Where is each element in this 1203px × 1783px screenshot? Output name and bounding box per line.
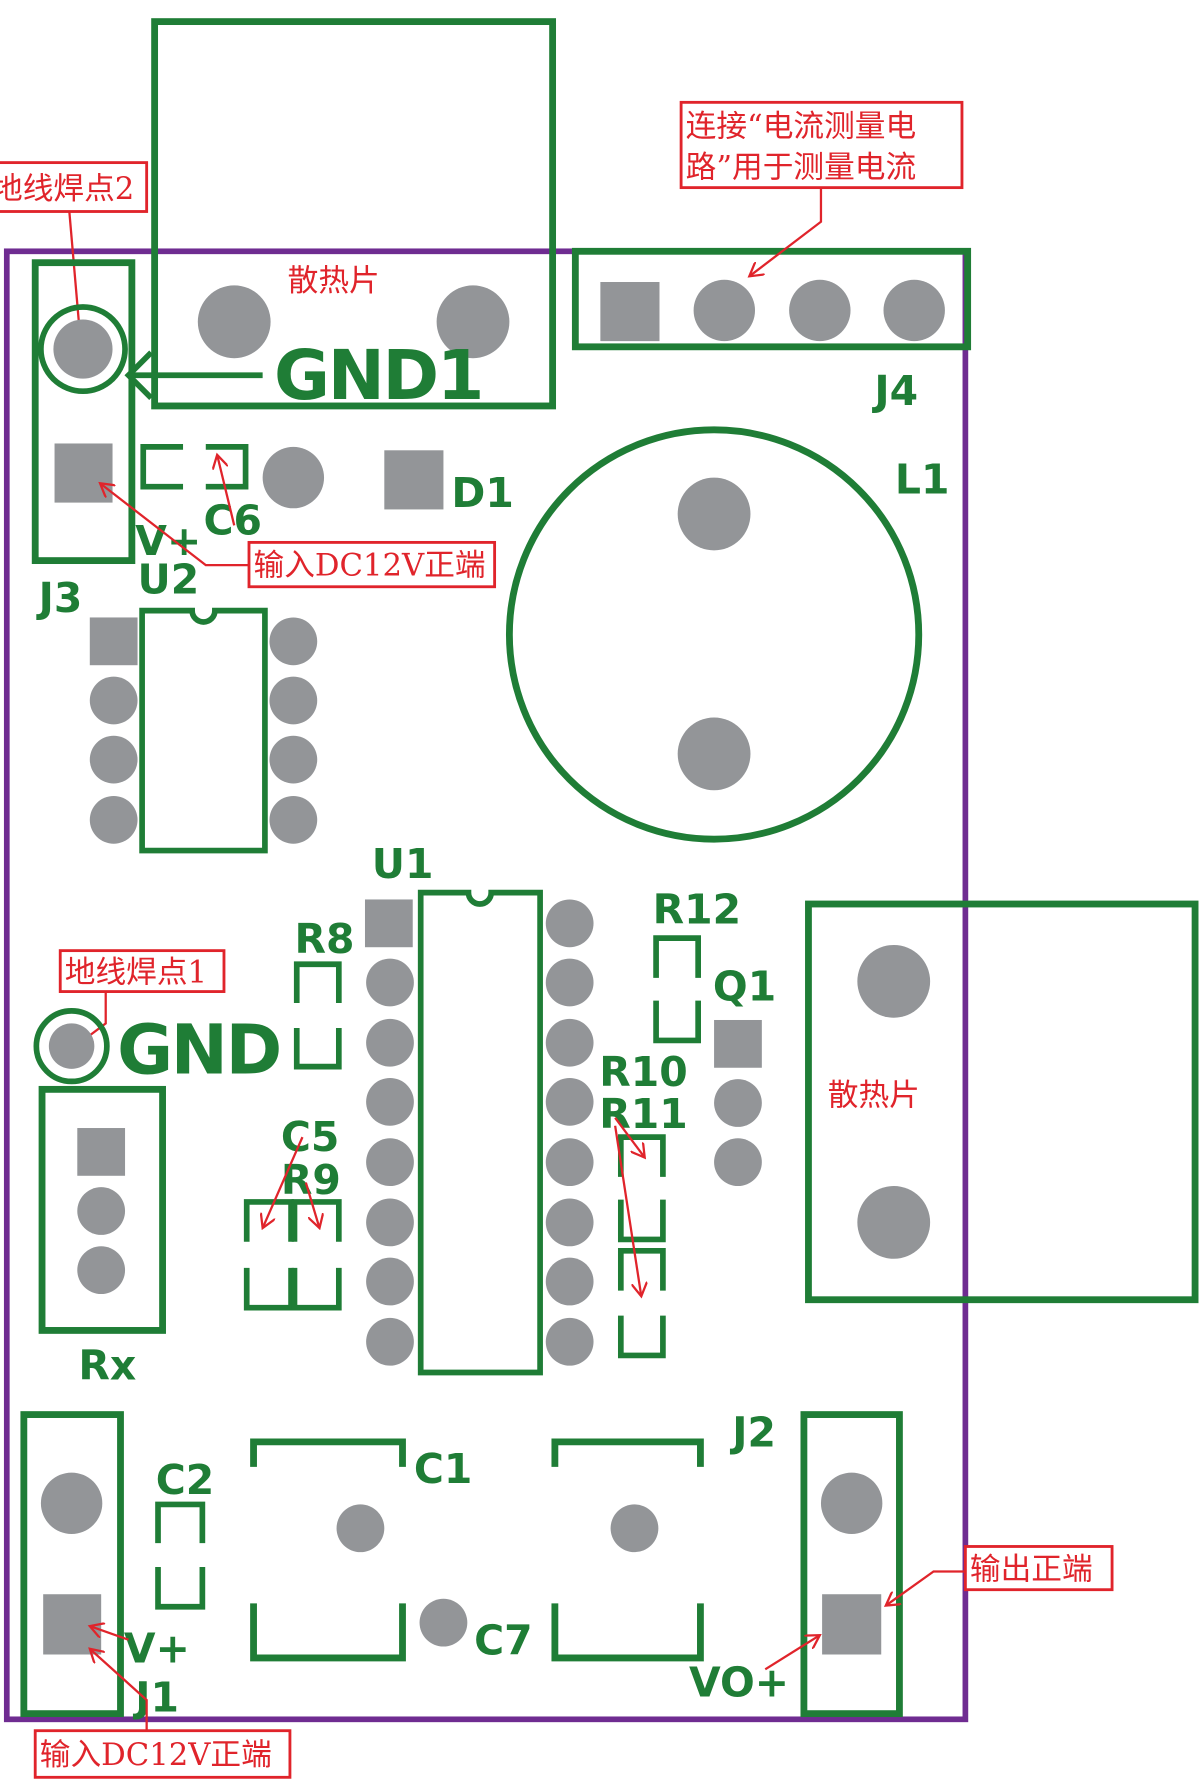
output-positive-text: 输出正端: [970, 1552, 1093, 1587]
connector-j4: [571, 247, 972, 351]
ground-pad-1-text: 地线焊点1: [65, 955, 207, 990]
ic-u2: [89, 607, 318, 854]
c1-pad: [336, 1504, 385, 1553]
vo-plus-label: VO+: [689, 1659, 789, 1707]
resistor-r11: [617, 1247, 666, 1359]
input-positive-bottom-callout: [33, 1729, 292, 1779]
c6-arrow: [217, 455, 236, 526]
capacitor-c2: [155, 1501, 206, 1610]
ground-pad-1-ring: [33, 1008, 110, 1085]
current-measure-arrow: [749, 187, 823, 277]
resistor-r8: [293, 961, 342, 1070]
ground-pad-2-callout: [0, 161, 149, 213]
u1-label: U1: [372, 840, 434, 888]
pad: [262, 446, 325, 509]
capacitor-outline: [551, 1438, 704, 1662]
j3-label: J3: [36, 574, 83, 622]
capacitor-c5: [243, 1199, 294, 1311]
capacitor-c1: [250, 1438, 406, 1662]
resistor-r12: [653, 935, 701, 1044]
gnd1-arrow: [124, 350, 263, 401]
transistor-q1: [714, 1019, 762, 1187]
inductor-l1: [505, 426, 923, 843]
connector-j2: [800, 1411, 903, 1718]
current-measure-text-1: 连接“电流测量电: [686, 109, 917, 144]
vplus-bottom-label: V+: [124, 1624, 190, 1672]
vplus-bottom-arrow: [90, 1626, 129, 1641]
c5-arrow: [263, 1136, 304, 1228]
capacitor-c6: [140, 444, 249, 490]
input-positive-bottom-text: 输入DC12V正端: [40, 1738, 272, 1773]
input-positive-top-text: 输入DC12V正端: [254, 548, 486, 583]
current-measure-text-2: 路”用于测量电流: [686, 150, 917, 185]
c5-label: C5: [281, 1113, 340, 1161]
resistor-r9: [291, 1199, 342, 1311]
heatsink-right-label: 散热片: [828, 1078, 920, 1113]
r9-arrow: [304, 1182, 320, 1228]
r11-arrow: [614, 1125, 641, 1297]
c1-label: C1: [414, 1445, 473, 1493]
current-measure-callout: [679, 100, 964, 190]
output-positive-callout: [963, 1545, 1114, 1592]
vo-plus-arrow: [764, 1635, 820, 1671]
r10-arrow: [614, 1117, 645, 1158]
heatsink-right: 散热片: [805, 900, 1199, 1304]
u2-label: U2: [138, 556, 200, 604]
j4-label: J4: [871, 367, 918, 415]
ground-pad-1-callout: [58, 949, 226, 993]
r12-label: R12: [653, 885, 741, 933]
gnd1-label: GND1: [274, 337, 482, 416]
ic-u1: [364, 889, 594, 1376]
connector-j3: [31, 259, 136, 565]
rx-label: Rx: [78, 1341, 136, 1389]
ground-pad-1: [48, 1023, 95, 1069]
c7-label: C7: [474, 1617, 533, 1665]
c7-pad: [419, 1598, 468, 1647]
heatsink-top-label: 散热片: [288, 264, 380, 299]
board-outline: [3, 248, 969, 1723]
gnd-label: GND: [117, 1011, 280, 1090]
l1-label: L1: [895, 456, 950, 504]
connector-j1: [20, 1411, 124, 1718]
r10-label: R10: [599, 1048, 687, 1096]
heatsink-top: 散热片: [151, 18, 557, 410]
input-positive-bottom-arrow: [90, 1649, 148, 1731]
input-positive-top-arrow: [100, 483, 249, 567]
c2-label: C2: [156, 1456, 215, 1504]
capacitor-pad: [610, 1504, 659, 1553]
j1-label: J1: [132, 1673, 179, 1721]
q1-label: Q1: [713, 963, 776, 1011]
ground-pad-2-text: 地线焊点2: [0, 172, 134, 207]
j2-label: J2: [729, 1408, 776, 1456]
diode-d1-pad: [384, 450, 444, 510]
connector-rx: [38, 1085, 166, 1334]
r11-label: R11: [599, 1090, 687, 1138]
d1-label: D1: [451, 469, 513, 517]
vplus-top-label: V+: [135, 517, 201, 565]
output-positive-arrow: [886, 1570, 966, 1605]
r8-label: R8: [294, 915, 354, 963]
